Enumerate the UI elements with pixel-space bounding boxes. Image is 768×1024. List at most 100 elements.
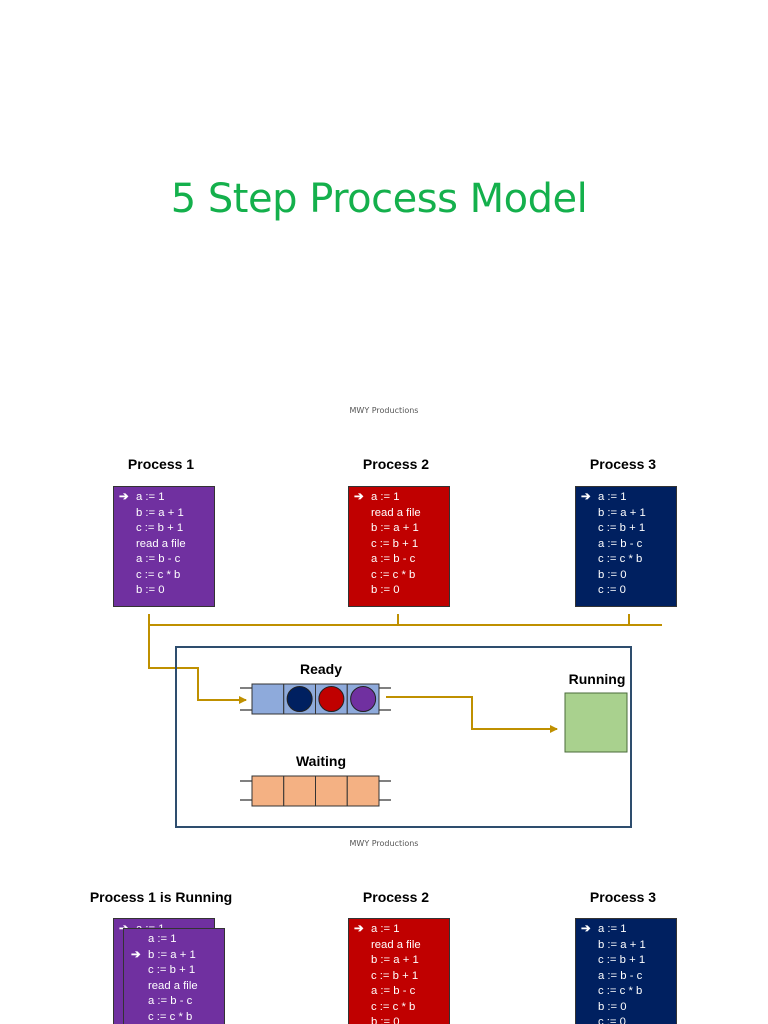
code-line: b := 0 bbox=[136, 584, 165, 596]
code-line: b := a + 1 bbox=[598, 506, 646, 519]
code-line: a := 1 bbox=[371, 923, 400, 935]
code-line-row: a := b - c bbox=[131, 994, 224, 1010]
code-line: c := b + 1 bbox=[371, 969, 419, 982]
code-line: read a file bbox=[371, 506, 421, 519]
current-line-arrow-icon: ➔ bbox=[581, 491, 591, 503]
code-line-row: ➔a := 1 bbox=[581, 922, 676, 938]
code-line-row: b := a + 1 bbox=[119, 506, 214, 522]
code-line-row: read a file bbox=[119, 537, 214, 553]
code-line: a := b - c bbox=[148, 995, 193, 1007]
code-line-row: b := 0 bbox=[581, 1000, 676, 1016]
code-line: b := 0 bbox=[598, 1000, 627, 1013]
code-line-row: a := b - c bbox=[354, 984, 449, 1000]
process-3-heading: Process 3 bbox=[589, 889, 657, 905]
code-line-row: a := b - c bbox=[581, 969, 676, 985]
credit-label: MWY Productions bbox=[349, 839, 419, 848]
waiting-queue-slot bbox=[283, 775, 316, 807]
code-line-row: c := c * b bbox=[354, 1000, 449, 1016]
code-line-row: read a file bbox=[131, 979, 224, 995]
code-line-row: b := 0 bbox=[119, 583, 214, 599]
code-line: read a file bbox=[136, 537, 186, 550]
process-2-code-box: ➔ a := 1 read a file b := a + 1 c := b + 1 a … bbox=[348, 918, 450, 1024]
code-line: read a file bbox=[148, 979, 198, 992]
code-line-row: ➔b := a + 1 bbox=[131, 948, 224, 964]
code-line: a := b - c bbox=[371, 553, 416, 565]
code-line: b := 0 bbox=[371, 1016, 400, 1024]
code-line-row: b := 0 bbox=[354, 583, 449, 599]
code-line: a := b - c bbox=[598, 537, 643, 550]
arrow-to-ready-queue bbox=[148, 625, 247, 704]
code-line: a := 1 bbox=[136, 491, 165, 503]
code-line-row: b := a + 1 bbox=[354, 521, 449, 537]
code-line-row: c := b + 1 bbox=[354, 969, 449, 985]
process-connector-lines bbox=[148, 614, 662, 733]
code-line: c := 0 bbox=[598, 584, 626, 596]
code-line: a := 1 bbox=[598, 491, 627, 503]
code-line-row: c := c * b bbox=[119, 568, 214, 584]
code-line: b := 0 bbox=[371, 584, 400, 596]
code-line: c := b + 1 bbox=[598, 954, 646, 966]
code-line: c := b + 1 bbox=[148, 964, 196, 976]
code-line: b := a + 1 bbox=[598, 938, 646, 951]
arrow-to-running bbox=[386, 696, 558, 733]
code-line: c := c * b bbox=[598, 985, 643, 997]
code-line-row: b := a + 1 bbox=[581, 506, 676, 522]
running-label: Running bbox=[569, 671, 626, 687]
code-line: b := a + 1 bbox=[148, 948, 196, 961]
code-line-row: c := c * b bbox=[354, 568, 449, 584]
code-line-row: c := b + 1 bbox=[131, 963, 224, 979]
waiting-queue-slot bbox=[346, 775, 380, 807]
process2-token bbox=[318, 686, 345, 712]
code-line-row: a := b - c bbox=[581, 537, 676, 553]
code-line: c := c * b bbox=[598, 553, 643, 565]
code-line-row: c := b + 1 bbox=[581, 521, 676, 537]
credit-label: MWY Productions bbox=[349, 406, 419, 415]
code-line-row: b := a + 1 bbox=[354, 953, 449, 969]
code-line-row: ➔ a := 1 bbox=[119, 490, 214, 506]
current-line-arrow-icon: ➔ bbox=[354, 923, 364, 935]
process-3-heading: Process 3 bbox=[589, 456, 657, 472]
ready-queue bbox=[240, 683, 391, 715]
code-line-row: b := a + 1 bbox=[581, 938, 676, 954]
code-line: c := c * b bbox=[371, 1000, 416, 1013]
code-line-row: c := 0 bbox=[581, 583, 676, 599]
page-title: 5 Step Process Model bbox=[170, 176, 588, 222]
code-line: a := 1 bbox=[371, 491, 400, 503]
code-line: c := b + 1 bbox=[371, 537, 419, 550]
code-line-row: ➔ a := 1 bbox=[354, 922, 449, 938]
code-line: c := c * b bbox=[148, 1010, 193, 1023]
code-line-row: c := b + 1 bbox=[581, 953, 676, 969]
current-line-arrow-icon: ➔ bbox=[354, 491, 364, 503]
code-line-row: c := c * b bbox=[581, 984, 676, 1000]
code-line: read a file bbox=[371, 938, 421, 951]
waiting-label: Waiting bbox=[296, 753, 346, 769]
waiting-queue-slot bbox=[251, 775, 285, 807]
code-line-row: c := 0 bbox=[581, 1015, 676, 1024]
code-line: b := 0 bbox=[598, 568, 627, 581]
current-line-arrow-icon: ➔ bbox=[119, 491, 129, 503]
code-line-row: c := c * b bbox=[581, 552, 676, 568]
code-line: c := 0 bbox=[598, 1016, 626, 1024]
code-line: b := a + 1 bbox=[371, 522, 419, 534]
code-line-row: c := c * b bbox=[131, 1010, 224, 1024]
code-line-row: ➔ a := 1 bbox=[354, 490, 449, 506]
code-line-row: c := b + 1 bbox=[354, 537, 449, 553]
process3-token bbox=[286, 686, 313, 712]
code-line: c := b + 1 bbox=[598, 522, 646, 534]
code-line: c := c * b bbox=[136, 568, 181, 581]
code-line-row: b := 0 bbox=[354, 1015, 449, 1024]
process-3-code-box: ➔ a := 1 b := a + 1 c := b + 1 a := b - c c :… bbox=[575, 486, 677, 607]
code-line: c := b + 1 bbox=[136, 522, 184, 534]
process-2-heading: Process 2 bbox=[362, 456, 430, 472]
process-2-code-box: ➔ a := 1 read a file b := a + 1 c := b + 1 a … bbox=[348, 486, 450, 607]
code-line-row: a := b - c bbox=[354, 552, 449, 568]
code-line: b := a + 1 bbox=[371, 954, 419, 966]
code-line: a := b - c bbox=[598, 969, 643, 982]
code-line-row: a := b - c bbox=[119, 552, 214, 568]
code-line-row: read a file bbox=[354, 938, 449, 954]
code-line-row: c := b + 1 bbox=[119, 521, 214, 537]
ready-queue-slot bbox=[251, 683, 285, 715]
